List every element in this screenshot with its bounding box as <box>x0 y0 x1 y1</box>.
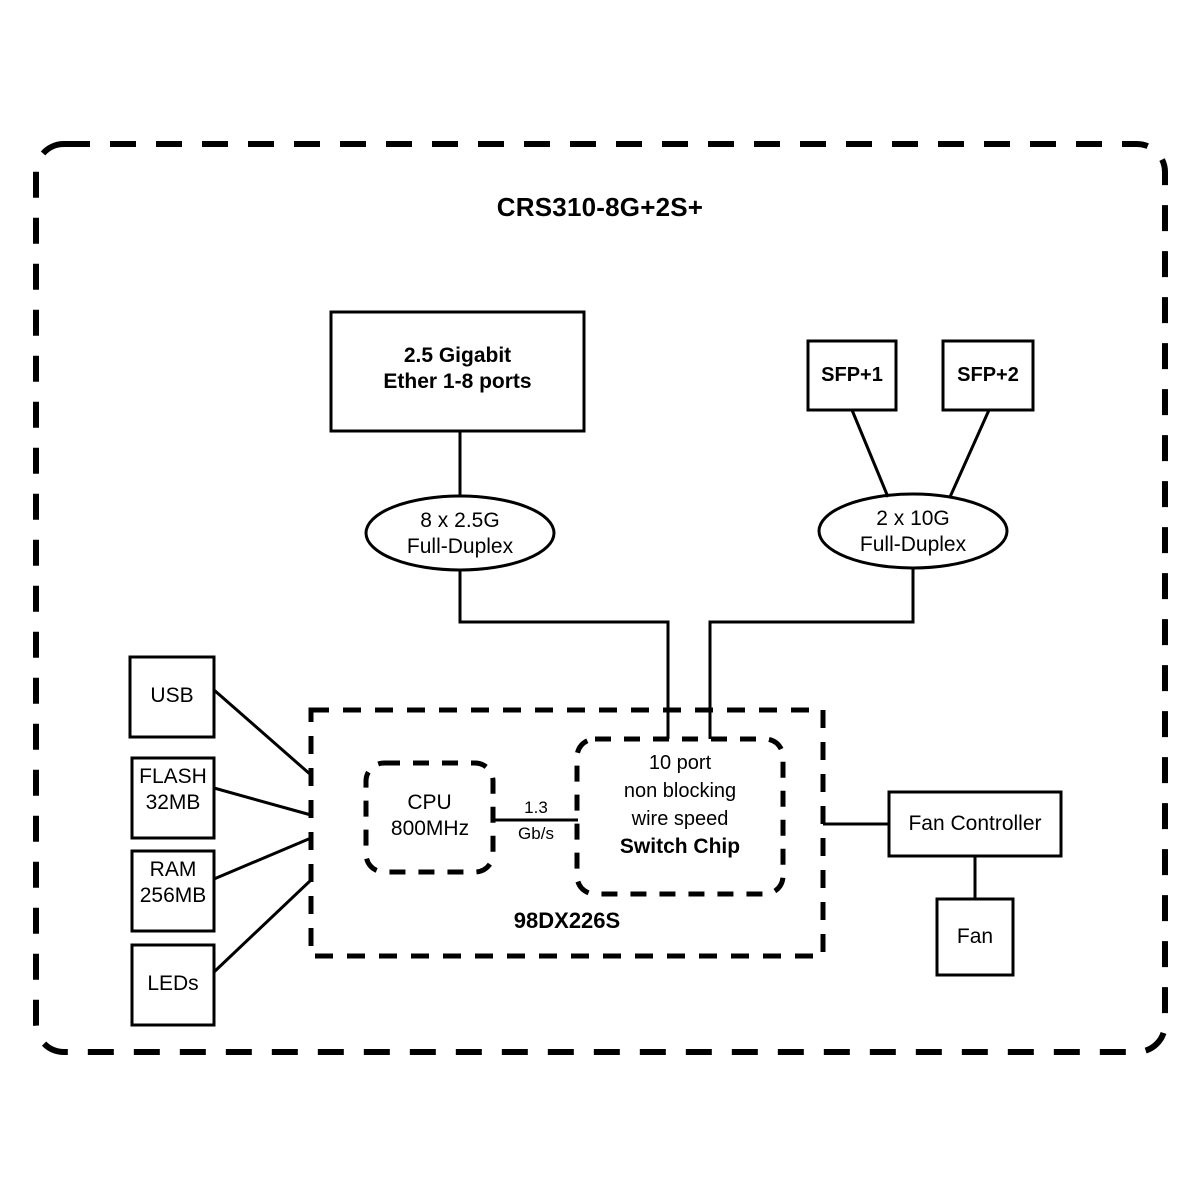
link-usb-to-soc <box>213 688 312 777</box>
sfp1-box <box>806 339 898 412</box>
cpu-box <box>363 760 496 875</box>
link-leds-to-soc <box>212 878 313 974</box>
link-ellipse-right-to-switch <box>708 568 915 739</box>
chassis-boundary <box>33 141 1168 1055</box>
sfp2-box <box>941 339 1035 412</box>
ram-box <box>130 849 216 933</box>
link-sfp2-to-ellipse <box>948 409 991 498</box>
fan-box <box>935 897 1015 977</box>
ethernet-ports-box <box>329 310 586 433</box>
ellipse-8x25g <box>364 494 556 572</box>
link-sfp1-to-ellipse <box>850 409 890 498</box>
link-flash-to-soc <box>213 786 312 817</box>
ellipse-2x10g <box>817 492 1009 570</box>
soc-boundary <box>308 707 826 959</box>
fan-controller-box <box>887 790 1063 858</box>
leds-box <box>130 943 216 1027</box>
link-ellipse-left-to-switch <box>458 570 670 739</box>
link-ram-to-soc <box>213 836 312 881</box>
switch-chip-box <box>574 736 786 897</box>
flash-box <box>130 756 216 840</box>
usb-box <box>128 655 216 739</box>
